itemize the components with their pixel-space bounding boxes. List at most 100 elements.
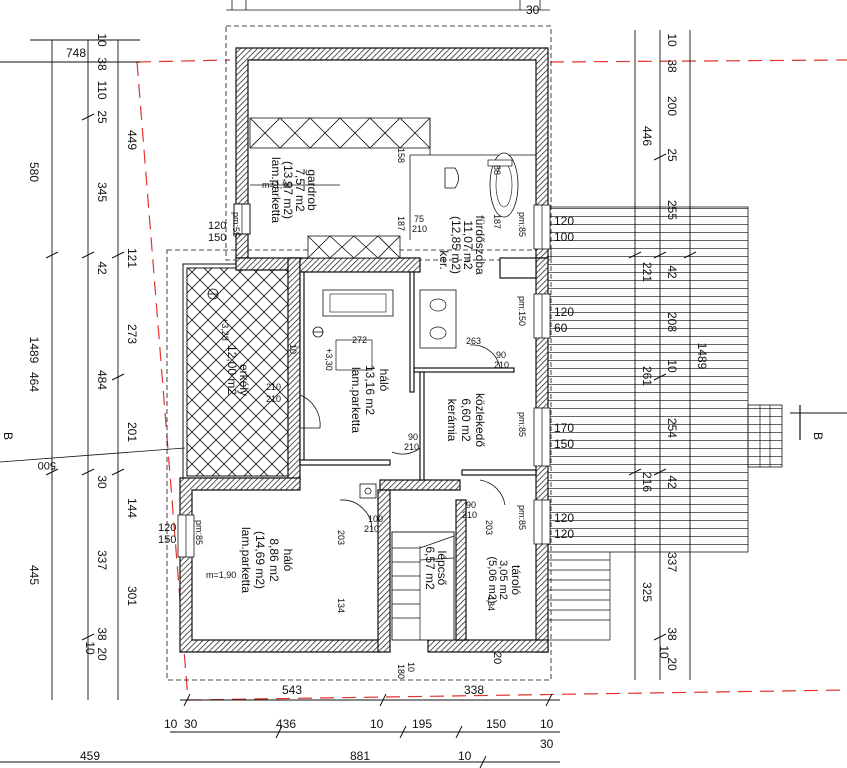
dim-r-20: 20 (665, 657, 679, 671)
win-right-2b: 60 (554, 321, 568, 335)
d90c: 90 (466, 500, 476, 510)
dims-left: 580 1489 464 445 459 748 10 38 110 25 34… (27, 33, 139, 763)
dim-r-1489: 1489 (695, 343, 709, 370)
dim-l-38b: 38 (95, 627, 109, 641)
dim-r-38: 38 (665, 59, 679, 73)
dim-l-337: 337 (95, 550, 109, 570)
furdo-name: fürdőszoba (473, 215, 487, 275)
dim-b-30b: 30 (540, 737, 554, 751)
halo-top-name: háló (377, 369, 391, 392)
dim-r-10b: 10 (665, 359, 679, 373)
window-labels-left: 120 150 120 150 (158, 220, 226, 546)
section-right: B (811, 432, 825, 440)
dim-r-446: 446 (640, 126, 654, 146)
dim-464: 464 (27, 372, 41, 392)
d210c: 210 (266, 382, 281, 392)
dim-b-10d: 10 (458, 749, 472, 763)
walls (177, 47, 551, 653)
dim-b-30c: 30 (526, 3, 540, 17)
d90a: 90 (496, 350, 506, 360)
dim-748: 748 (66, 46, 86, 60)
dim-l-30: 30 (95, 475, 109, 489)
halo-top-floor: lam.parketta (349, 367, 363, 433)
level-halo: +3,30 (324, 348, 334, 371)
d210f: 210 (462, 510, 477, 520)
win-left-1a: 120 (208, 220, 226, 232)
dim-r-38b: 38 (665, 627, 679, 641)
dim-b-436: 436 (276, 717, 296, 731)
tarolo-area: 3,05 m2 (497, 560, 509, 600)
room-furdo: fürdőszoba 11,07 m2 (12,85 m2) ker. (437, 215, 487, 275)
win-left-2b: 150 (158, 534, 176, 546)
dim-b-195: 195 (412, 717, 432, 731)
bathroom-fixtures (419, 152, 519, 349)
erkely-area: 12,00 m2 (225, 345, 239, 395)
d134a: 134 (336, 598, 346, 613)
win-right-4a: 120 (554, 511, 574, 525)
dim-l-110: 110 (95, 80, 109, 99)
d10a: 10 (288, 344, 298, 354)
dimension-lines (0, 30, 697, 768)
dim-l-42: 42 (95, 261, 109, 275)
dim-l-449: 449 (125, 130, 139, 150)
dim-b-881: 881 (350, 749, 370, 763)
dim-b-150: 150 (486, 717, 506, 731)
dim-b-338: 338 (464, 683, 484, 697)
win-right-3a: 170 (554, 421, 574, 435)
d210a: 210 (412, 224, 427, 234)
room-erkely: erkély 12,00 m2 (225, 345, 251, 396)
room-tarolo: tároló 3,05 m2 (5,06 m2) (486, 556, 523, 603)
section-left: B (1, 432, 15, 440)
interior-stair (391, 531, 455, 641)
tarolo-area-gross: (5,06 m2) (486, 556, 498, 603)
dim-r-221: 221 (640, 262, 654, 282)
d100: 100 (368, 514, 383, 524)
win-left-2a: 120 (158, 522, 176, 534)
dim-r-25: 25 (665, 148, 679, 162)
d203b: 203 (484, 520, 494, 535)
dims-right: 10 38 200 446 25 255 221 42 208 10 1489 … (640, 33, 709, 671)
terrace-deck (547, 206, 783, 641)
dim-r-255: 255 (665, 200, 679, 220)
d203a: 203 (336, 530, 346, 545)
dim-r-42b: 42 (665, 475, 679, 489)
gardrob-fixtures (249, 117, 536, 259)
dim-l-301: 301 (125, 586, 139, 606)
d75: 75 (414, 214, 424, 224)
pm85-c: pm:85 (517, 505, 527, 530)
ceiling-height-1: m=1,90 (262, 180, 292, 190)
level-top: +3,28 (220, 318, 230, 341)
gardrob-floor: lam.parketta (269, 157, 283, 223)
halo-bottom-name: háló (281, 549, 295, 572)
dim-580: 580 (27, 162, 41, 182)
dim-l-345: 345 (95, 182, 109, 202)
room-halo-top: háló 13,16 m2 lam.parketta (349, 365, 391, 433)
room-kozlekedo: közlekedő 6,60 m2 kerámia (445, 393, 487, 447)
dim-l-10b: 10 (83, 641, 97, 655)
top-edge (226, 0, 550, 11)
dim-b-10b: 10 (370, 717, 384, 731)
lepcso-area: 6,57 m2 (423, 546, 437, 590)
d210e: 210 (404, 442, 419, 452)
erkely-name: erkély (237, 364, 251, 396)
d263: 263 (466, 336, 481, 346)
pm55: pm:55 (231, 212, 241, 237)
d210b: 210 (494, 360, 509, 370)
furdo-area-gross: (12,85 m2) (449, 216, 463, 274)
gardrob-area-gross: (13,97 m2) (281, 161, 295, 219)
d272: 272 (352, 335, 367, 345)
halo-bottom-floor: lam.parketta (239, 527, 253, 593)
d90b: 90 (408, 432, 418, 442)
dim-l-201: 201 (125, 422, 139, 442)
dim-459: 459 (80, 749, 100, 763)
d134b: 134 (486, 596, 496, 611)
d180: 180 (396, 664, 406, 679)
dim-r-325: 325 (640, 582, 654, 602)
tarolo-name: tároló (509, 565, 523, 595)
dim-r-10c: 10 (657, 645, 671, 659)
d500: 500 (38, 459, 56, 471)
dims-bottom: 543 338 10 30 436 10 195 150 10 30 881 1… (164, 3, 554, 763)
room-halo-bottom: háló 8,86 m2 (14,69 m2) lam.parketta (239, 527, 295, 593)
win-right-1a: 120 (554, 214, 574, 228)
